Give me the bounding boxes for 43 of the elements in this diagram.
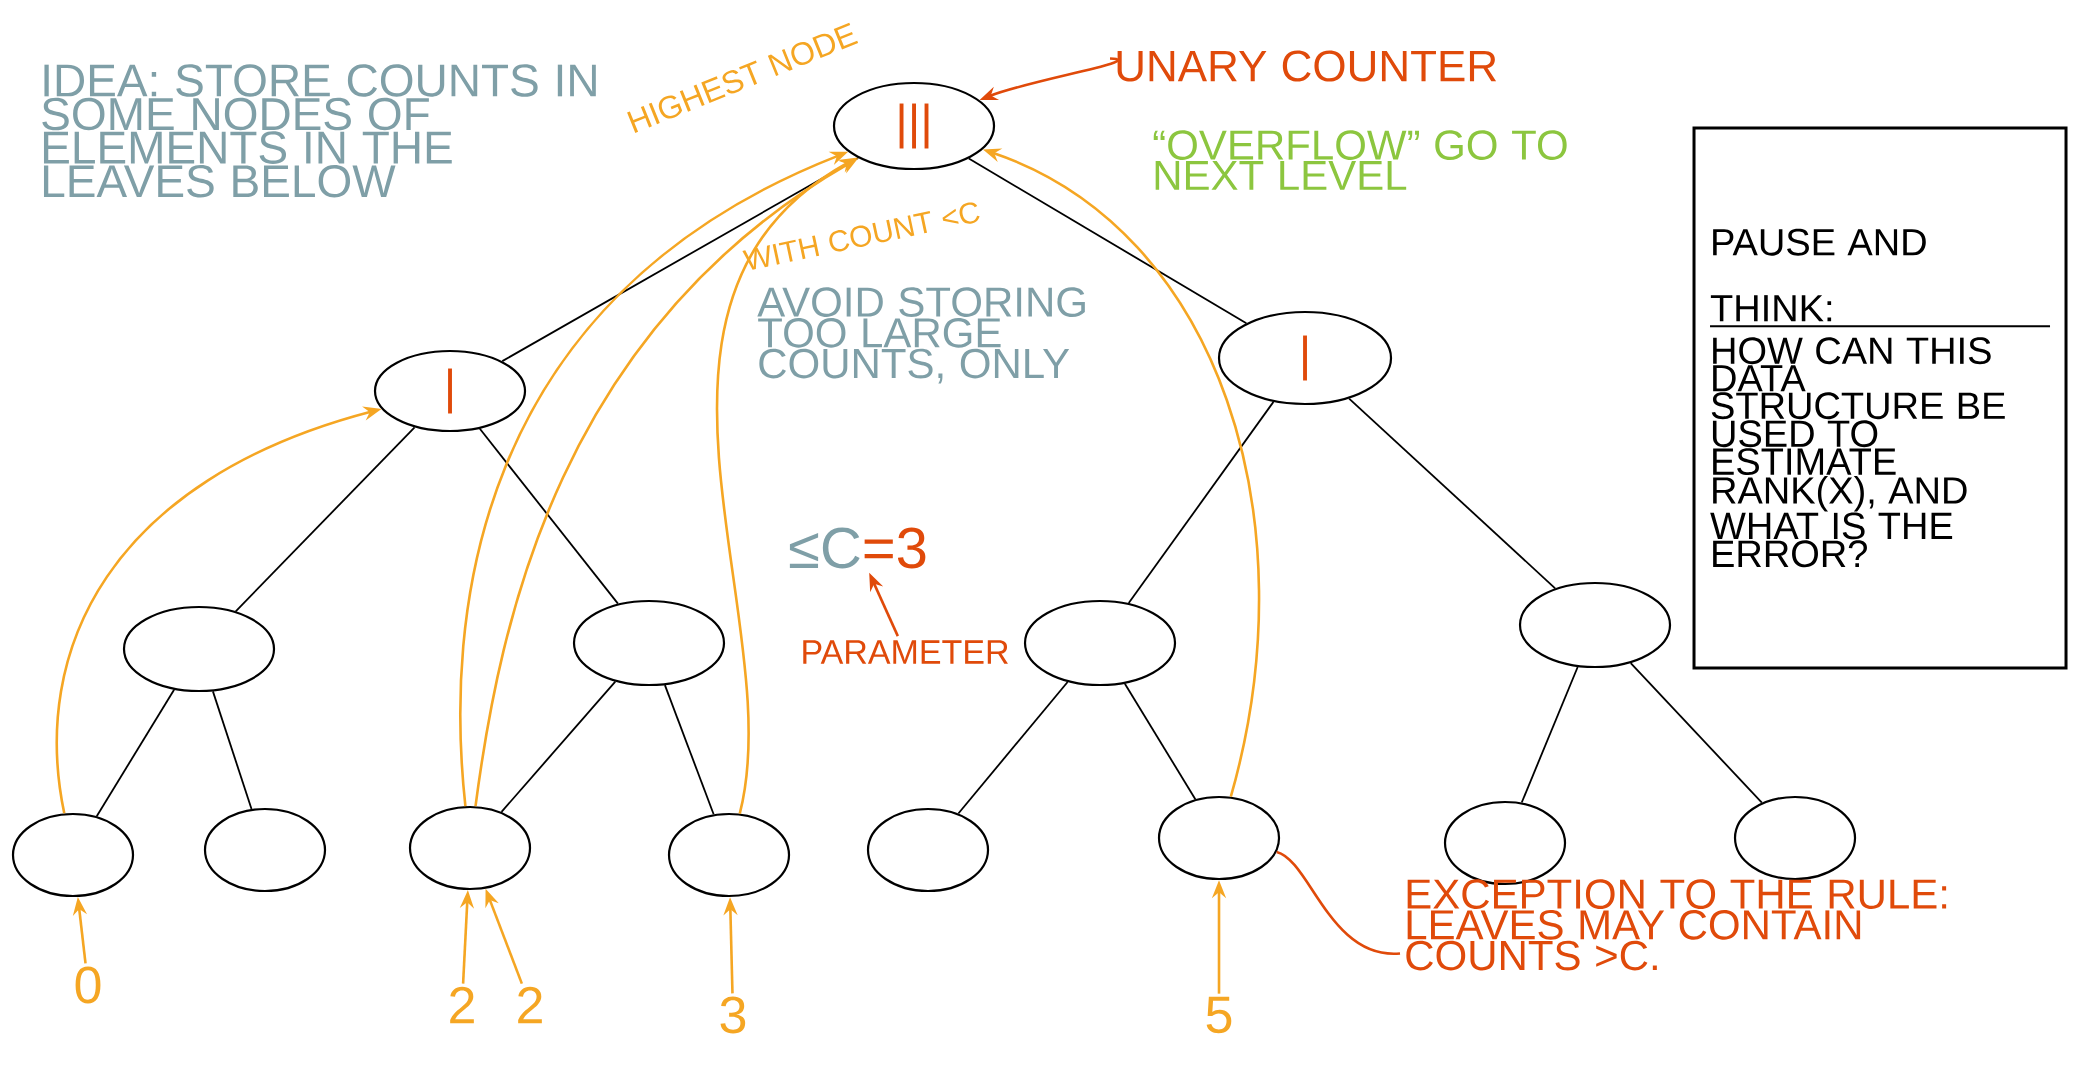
tree-edge (967, 157, 1248, 325)
leader-line (1276, 850, 1401, 955)
count-number: 2 (450, 986, 474, 1024)
tree-edge (1348, 397, 1557, 590)
tree-edge (1123, 682, 1197, 801)
tree-edge (478, 427, 619, 605)
empty-tree-node (1733, 795, 1857, 881)
annotation-text: EXCEPTION TO THE RULE: LEAVES MAY CONTAIN COUNTS >C. (1406, 879, 1947, 971)
note-text: AVOID STORING TOO LARGE COUNTS, ONLY (757, 287, 1085, 384)
count-number: 0 (75, 966, 101, 1004)
tree-edge (1127, 401, 1275, 604)
tree-node: | (373, 349, 527, 433)
empty-tree-node (1157, 795, 1281, 881)
empty-tree-node (11, 812, 135, 898)
empty-tree-node (122, 605, 276, 693)
tree-node: | (1217, 310, 1393, 406)
tree-edge (501, 157, 859, 363)
tree-edge (957, 681, 1069, 815)
annotation-text: UNARY COUNTER (1117, 50, 1497, 82)
tree-node: ||| (832, 81, 996, 171)
count-number: 5 (1206, 996, 1232, 1034)
empty-tree-node (572, 599, 726, 687)
annotation-text: WITH COUNT <C (742, 202, 980, 270)
tree-edge (212, 690, 253, 810)
tree-edge (664, 684, 715, 816)
tree-edge (234, 426, 416, 613)
tree-edge (1520, 666, 1579, 804)
empty-tree-node (866, 807, 990, 893)
empty-tree-node (1023, 599, 1177, 687)
empty-tree-node (203, 807, 327, 893)
tree-edge (95, 688, 175, 818)
count-number: 3 (720, 996, 746, 1034)
note-text: “OVERFLOW” GO TO NEXT LEVEL (1153, 130, 1567, 190)
annotation-text: PARAMETER (803, 640, 1008, 664)
formula-text: ≤C=3 (789, 527, 926, 569)
empty-tree-node (1518, 581, 1672, 669)
empty-tree-node (667, 812, 791, 898)
empty-tree-node (408, 805, 532, 891)
question-box: PAUSE AND THINK: HOW CAN THIS DATA STRUCTURE BE USED TO ESTIMATE RANK(X), AND WHAT IS THE ERROR? (1692, 126, 2068, 670)
tree-edge (1629, 662, 1763, 804)
tree-edge (500, 680, 617, 813)
note-text: IDEA: STORE COUNTS IN SOME NODES OF ELEMENTS IN THE LEAVES BELOW (42, 64, 596, 198)
count-number: 2 (518, 986, 542, 1024)
